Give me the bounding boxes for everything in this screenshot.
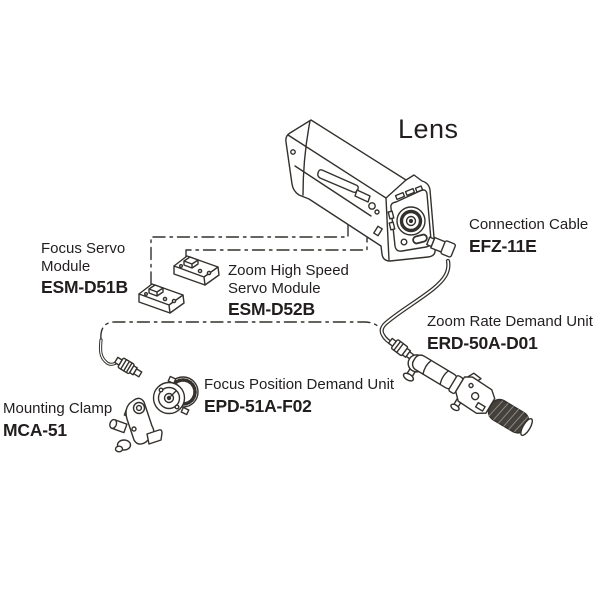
connection-cable-label: Connection Cable EFZ-11E (469, 216, 588, 256)
zoom-servo-module-model: ESM-D52B (228, 299, 315, 319)
mounting-clamp-drawing (109, 397, 163, 453)
zoom-rate-demand-unit-drawing (402, 354, 534, 437)
lens-title: Lens (398, 114, 459, 144)
focus-position-demand-unit-name: Focus Position Demand Unit (204, 376, 395, 393)
zoom-servo-module-drawing (173, 255, 220, 286)
connector-line-focus-servo-module (150, 224, 349, 285)
zoom-servo-module-name-line2: Servo Module (228, 279, 321, 297)
focus-demand-cable-drawing (98, 338, 143, 378)
zoom-rate-demand-unit-model: ERD-50A-D01 (427, 332, 538, 353)
lens-drawing (285, 119, 436, 262)
focus-servo-module-name-line1: Focus Servo (41, 240, 126, 257)
mounting-clamp-label: Mounting Clamp MCA-51 (3, 400, 112, 440)
zoom-servo-module-label: Zoom High Speed Servo Module ESM-D52B (228, 262, 349, 319)
focus-servo-module-label: Focus Servo Module ESM-D51B (41, 240, 128, 297)
focus-position-demand-unit-drawing (152, 375, 199, 416)
lens-elbow-plug-icon (426, 236, 456, 258)
focus-servo-module-drawing (138, 283, 185, 314)
focus-demand-plug-icon (114, 356, 143, 378)
focus-servo-module-model: ESM-D51B (41, 277, 128, 297)
connection-cable-drawing (379, 236, 456, 361)
focus-position-demand-unit-label: Focus Position Demand Unit EPD-51A-F02 (204, 376, 394, 416)
zoom-servo-module-name-line1: Zoom High Speed (228, 262, 349, 279)
focus-servo-module-name-line2: Module (41, 257, 91, 275)
focus-position-demand-unit-model: EPD-51A-F02 (204, 395, 312, 416)
connector-line-demand-units (100, 321, 384, 341)
connection-cable-name: Connection Cable (469, 216, 589, 233)
connection-cable-model: EFZ-11E (469, 235, 537, 256)
zoom-rate-demand-unit-name: Zoom Rate Demand Unit (427, 313, 593, 330)
connector-line-zoom-servo-module (185, 237, 368, 258)
mounting-clamp-name: Mounting Clamp (3, 400, 113, 417)
mounting-clamp-model: MCA-51 (3, 419, 67, 440)
zoom-rate-demand-unit-label: Zoom Rate Demand Unit ERD-50A-D01 (427, 313, 593, 353)
